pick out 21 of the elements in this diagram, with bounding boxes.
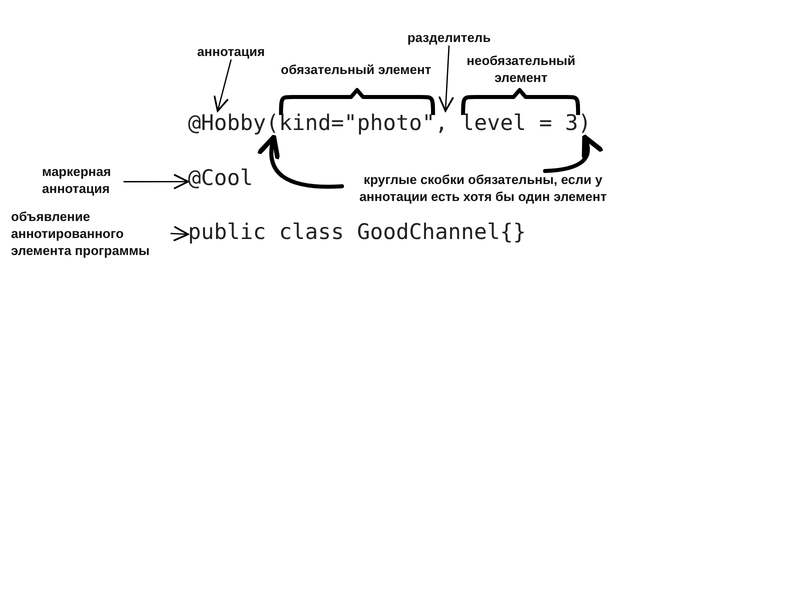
callout-label: аннотация: [181, 43, 281, 60]
arrow: [123, 174, 189, 190]
curved-arrow: [258, 134, 344, 189]
code-text: level = 3: [461, 111, 578, 137]
callout-label: маркерная аннотация: [42, 163, 124, 197]
code-text: @Cool: [188, 166, 254, 192]
code-text: kind="photo": [279, 111, 436, 137]
code-text: public class GoodChannel{}: [188, 220, 526, 246]
code-text: ,: [435, 111, 448, 137]
arrow: [214, 59, 232, 112]
note-text: круглые скобки обязательны, если у аннотации есть хотя бы один элемент: [342, 171, 624, 205]
code-text: (: [266, 111, 280, 137]
code-text: @Hobby: [188, 111, 266, 137]
callout-label: разделитель: [399, 29, 499, 46]
callout-label: объявление аннотированного элемента программы: [11, 208, 171, 259]
curved-arrow: [543, 134, 602, 173]
brace-label: обязательный элемент: [280, 61, 432, 78]
code-text: ): [578, 111, 592, 137]
brace-label: необязательный элемент: [466, 52, 576, 86]
arrow: [170, 226, 189, 242]
arrow: [438, 45, 454, 112]
